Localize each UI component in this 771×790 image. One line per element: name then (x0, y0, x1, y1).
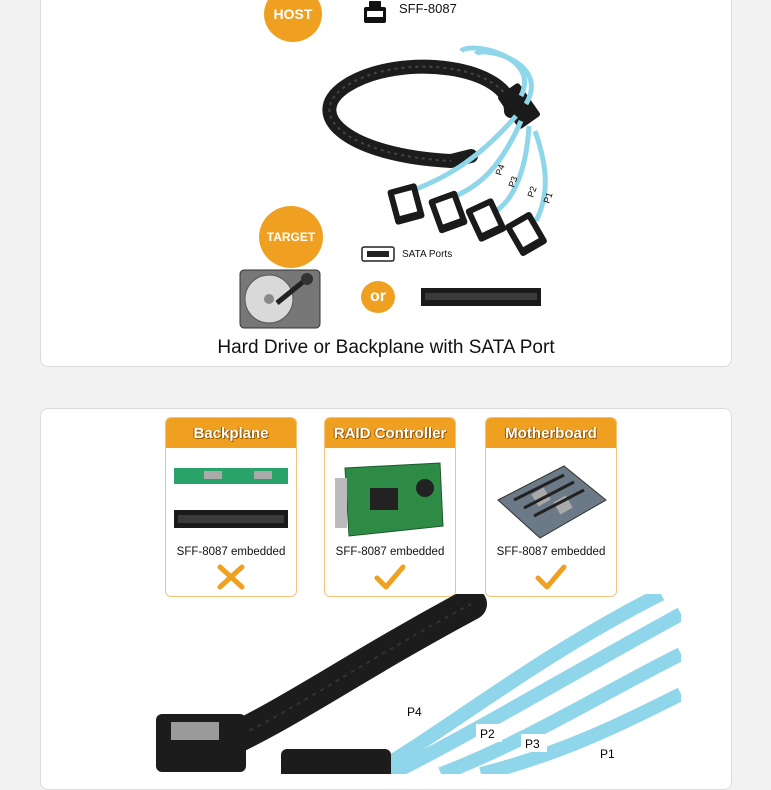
closeup-tag-p2: P2 (476, 724, 502, 742)
panel-caption: SFF-8087 embedded (335, 546, 445, 558)
tag-p2: P2 (525, 185, 538, 199)
cross-icon (217, 564, 245, 590)
closeup-tag-text: P3 (525, 737, 540, 751)
connector-label: SFF-8087 (399, 1, 457, 16)
raid-controller-image (335, 462, 444, 537)
cable-diagram-card: HOST SFF-8087 P4 P3 P2 P1 TARGET SATA Po… (40, 0, 732, 367)
panel-title: RAID Controller (325, 418, 455, 448)
tag-p4: P4 (493, 163, 506, 177)
closeup-tag-p4: P4 (403, 702, 429, 720)
check-icon (535, 564, 567, 590)
panel-caption: SFF-8087 embedded (176, 546, 286, 558)
panel-title: Backplane (166, 418, 296, 448)
backplane-connector-image (421, 288, 541, 306)
panel-backplane: Backplane SFF-8087 embedded (165, 417, 297, 597)
compatibility-card: Backplane SFF-8087 embedded RAID Control… (40, 408, 732, 790)
cable-closeup-image: P4 P2 P3 P1 (156, 594, 681, 774)
closeup-tag-p1: P1 (596, 744, 622, 762)
cable-illustration: P4 P3 P2 P1 (322, 45, 555, 256)
tag-p3: P3 (506, 175, 519, 189)
tag-p1: P1 (541, 191, 554, 205)
panel-caption: SFF-8087 embedded (496, 546, 606, 558)
closeup-tag-text: P4 (407, 705, 422, 719)
sata-port-icon (361, 246, 395, 262)
panel-raid-controller: RAID Controller SFF-8087 embedded (324, 417, 456, 597)
closeup-tag-text: P1 (600, 747, 615, 761)
or-badge: or (361, 281, 395, 313)
target-badge-text: TARGET (266, 230, 316, 244)
host-badge-text: HOST (273, 6, 313, 22)
panel-title: Motherboard (486, 418, 616, 448)
backplane-image (174, 468, 288, 528)
target-badge: TARGET (259, 206, 323, 268)
sata-ports-label: SATA Ports (402, 249, 453, 260)
hard-drive-image (239, 269, 321, 329)
caption: Hard Drive or Backplane with SATA Port (217, 337, 555, 358)
closeup-tag-text: P2 (480, 727, 495, 741)
or-badge-text: or (370, 288, 386, 305)
connector-icon (364, 1, 386, 23)
closeup-tag-p3: P3 (521, 734, 547, 752)
check-icon (374, 564, 406, 590)
host-badge: HOST (264, 0, 322, 42)
motherboard-image (497, 465, 607, 539)
panel-motherboard: Motherboard SFF-8087 embedded (485, 417, 617, 597)
